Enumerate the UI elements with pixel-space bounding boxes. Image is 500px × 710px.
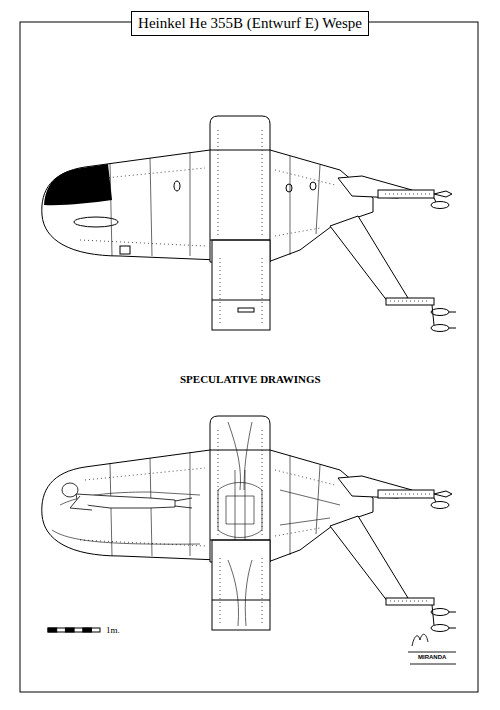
scale-label: 1m. — [106, 625, 120, 636]
title-box: Heinkel He 355B (Entwurf E) Wespe — [131, 11, 369, 36]
note-text: SPECULATIVE DRAWINGS — [180, 373, 321, 386]
title-text: Heinkel He 355B (Entwurf E) Wespe — [138, 14, 362, 33]
signature-text: MIRANDA — [418, 654, 446, 661]
